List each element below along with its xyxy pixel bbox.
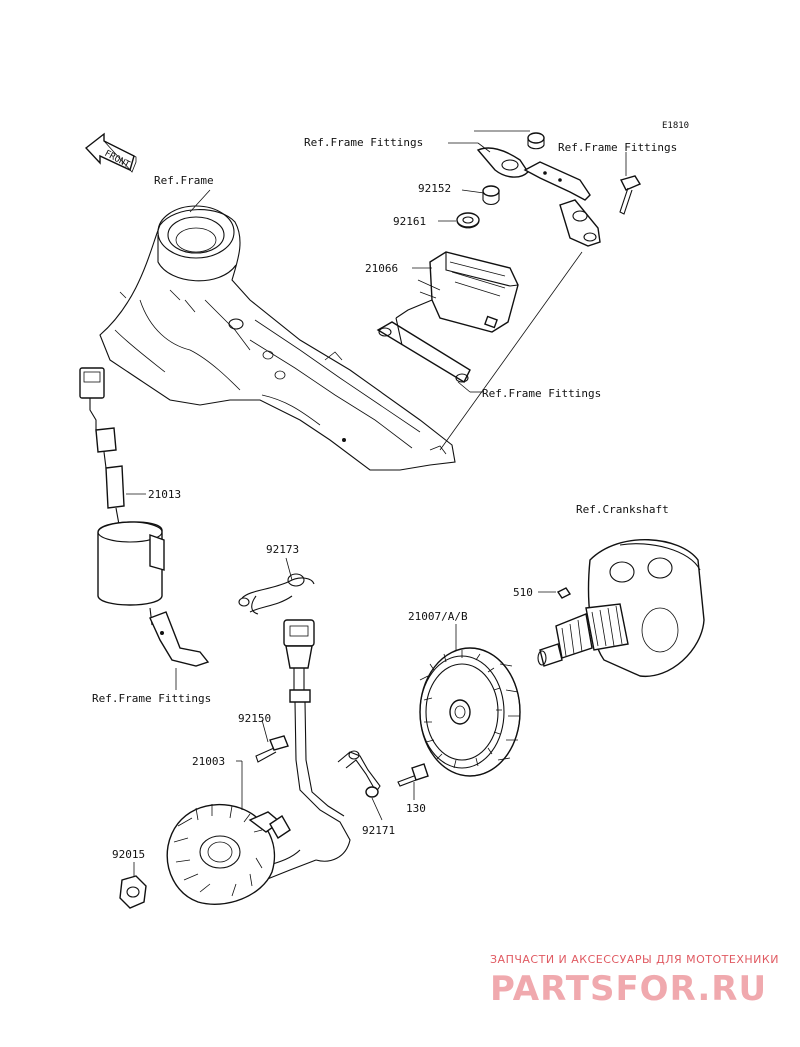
watermark-brand: PARTSFOR.RU: [490, 969, 767, 1009]
bolt-130-icon: [397, 763, 429, 787]
stator-icon: [166, 619, 351, 905]
nut-icon: [119, 875, 147, 909]
label-ref-frame-fittings-mid: Ref.Frame Fittings: [482, 387, 601, 400]
front-arrow-icon: FRONT: [84, 132, 137, 173]
part-21003: 21003: [192, 755, 225, 768]
damper-icon: [456, 212, 480, 229]
diagram-code: E1810: [662, 121, 689, 131]
bolt-icon: [619, 175, 642, 215]
crankshaft-icon: [537, 539, 705, 677]
pickup-coil-icon: [79, 367, 210, 667]
part-21007: 21007/A/B: [408, 610, 468, 623]
clamp-92171-icon: [337, 750, 381, 798]
part-92161: 92161: [393, 215, 426, 228]
part-510: 510: [513, 586, 533, 599]
part-92152: 92152: [418, 182, 451, 195]
label-ref-frame-fittings-top-left: Ref.Frame Fittings: [304, 136, 423, 149]
part-92015: 92015: [112, 848, 145, 861]
part-92150: 92150: [238, 712, 271, 725]
part-21013: 21013: [148, 488, 181, 501]
bolt-92150-icon: [255, 735, 289, 763]
frame-fittings-bracket: [476, 132, 601, 247]
watermark-tagline: ЗАПЧАСТИ И АКСЕССУАРЫ ДЛЯ МОТОТЕХНИКИ: [490, 953, 779, 966]
label-ref-frame-fittings-bottom: Ref.Frame Fittings: [92, 692, 211, 705]
regulator-icon: [376, 251, 519, 383]
watermark-logo: ЗАПЧАСТИ И АКСЕССУАРЫ ДЛЯ МОТОТЕХНИКИ PA…: [490, 953, 779, 1009]
label-ref-crankshaft: Ref.Crankshaft: [576, 503, 669, 516]
clamp-icon: [238, 573, 315, 615]
part-92171: 92171: [362, 824, 395, 837]
label-ref-frame: Ref.Frame: [154, 174, 214, 187]
grommet-icon: [482, 185, 500, 206]
leader-lines: [126, 130, 627, 876]
frame-illustration: [99, 205, 456, 471]
part-92173: 92173: [266, 543, 299, 556]
part-21066: 21066: [365, 262, 398, 275]
part-130: 130: [406, 802, 426, 815]
label-ref-frame-fittings-top-right: Ref.Frame Fittings: [558, 141, 677, 154]
key-icon: [556, 587, 572, 599]
rotor-icon: [419, 647, 521, 777]
